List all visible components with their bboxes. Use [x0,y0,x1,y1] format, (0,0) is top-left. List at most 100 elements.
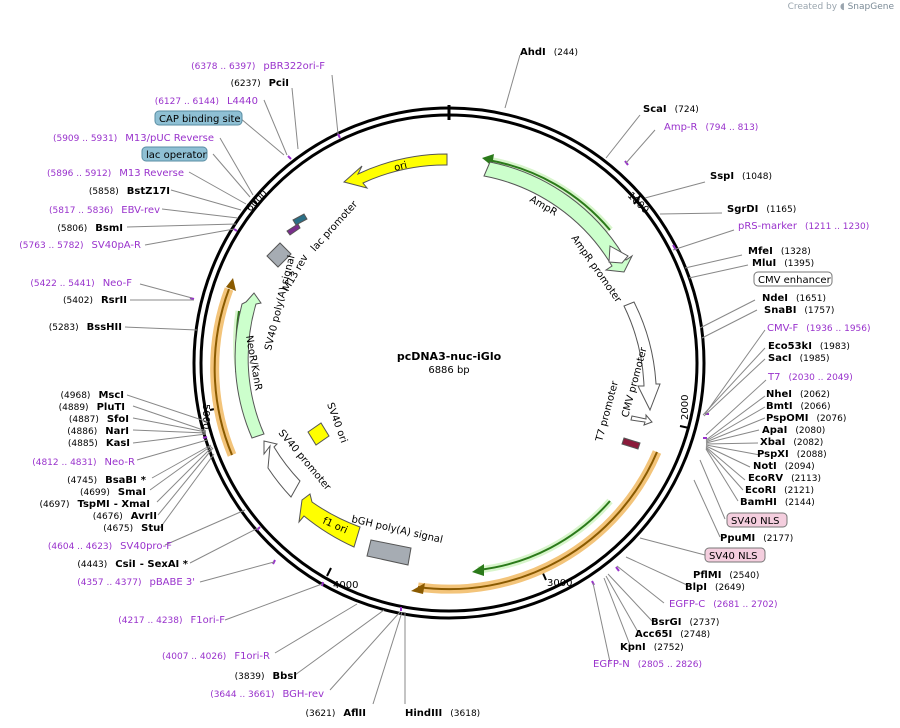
neor-arrow [234,292,265,439]
label-f1ori-f: (4217 .. 4238)F1ori-F [118,615,225,626]
label-ebv-rev: (5817 .. 5836)EBV-rev [49,205,160,216]
m13-rev-mark [286,223,301,236]
label-neo-r: (4812 .. 4831)Neo-R [32,457,135,468]
ruler-5000: 5000 [200,404,211,429]
label-bstz17i: (5858)BstZ17I [89,186,170,197]
label-kpni: KpnI(2752) [620,642,684,653]
backbone [192,106,706,620]
feature-t7-promoter-label: T7 promoter [594,379,621,444]
label-scai: ScaI(724) [643,104,699,115]
label-pspxi: PspXI(2088) [757,449,827,460]
sv40-ori-box [307,422,330,446]
leader-lines [124,54,767,705]
sv40-polya-box [266,242,292,268]
label-noti: NotI(2094) [753,461,815,472]
label-ndei: NdeI(1651) [762,293,826,304]
label-amp-r: Amp-R(794 .. 813) [664,122,758,133]
label-bgh-rev: (3644 .. 3661)BGH-rev [210,689,324,700]
label-pspomi: PspOMI(2076) [766,413,846,424]
label-cmv-f: CMV-F(1936 .. 1956) [767,323,871,334]
label-nhei: NheI(2062) [766,389,830,400]
label-sfoi: (4887)SfoI [69,414,129,425]
credit-prefix: Created by [787,2,838,12]
label-bsabi: (4745)BsaBI* [67,475,147,486]
label-sspi: SspI(1048) [710,171,772,182]
label-hindiii: HindIII(3618) [405,708,480,719]
label-tspmi: (4697)TspMI- XmaI [40,499,150,510]
label-pcii: (6237)PciI [231,78,289,89]
feature-bgh-polya-label: bGH poly(A) signal [350,514,443,546]
label-egfp-c: EGFP-C(2681 .. 2702) [669,599,778,610]
cap-binding-box [154,110,243,126]
label-eco53ki: Eco53kI(1983) [768,341,850,352]
label-sv40-nls-2: SV40 NLS [709,551,758,562]
label-pbabe-3: (4357 .. 4377)pBABE 3' [77,577,195,588]
label-aflii: (3621)AflII [305,708,366,719]
label-stui: (4675)StuI [103,523,164,534]
right-boxed-labels: CMV enhancer SV40 NLS SV40 NLS [704,271,833,563]
feature-sv40-ori-label: SV40 ori [324,401,349,444]
sv40-nls-box-2 [704,547,766,563]
snapgene-logo-icon: ◖ [839,2,845,12]
label-kasi: (4885)KasI [68,438,130,449]
label-bsmi: (5806)BsmI [57,223,123,234]
label-l4440: (6127 .. 6144)L4440 [155,96,258,107]
label-cap-binding-site: CAP binding site [159,114,241,125]
label-bmti: BmtI(2066) [766,401,830,412]
ruler-6000: 6000 [244,188,270,214]
feature-arrows [234,153,661,566]
label-pbr322ori-f: (6378 .. 6397)pBR322ori-F [191,61,325,72]
label-snabi: SnaBI(1757) [764,305,834,316]
lac-operator-mark [292,213,308,226]
t7-promoter-arrow [630,413,653,426]
label-bbsi: (3839)BbsI [235,671,297,682]
label-smai: (4699)SmaI [80,487,146,498]
label-sv40-nls-1: SV40 NLS [731,516,780,527]
ruler-3000: 3000 [547,578,572,589]
label-mlui: MluI(1395) [752,258,814,269]
bottom-label-group: (3621)AflII HindIII(3618) [305,708,480,719]
label-bamhi: BamHI(2144) [740,497,815,508]
feature-lac-promoter-label: lac promoter [309,198,361,254]
sv40-nls-mark [621,437,641,450]
label-msci: (4968)MscI [61,390,125,401]
plasmid-size: 6886 bp [428,365,469,376]
cmv-enhancer-box [753,271,833,287]
plasmid-name: pcDNA3-nuc-iGlo [397,350,502,363]
ampr-promoter-arrow [608,245,629,264]
label-sgrdi: SgrDI(1165) [727,204,796,215]
label-saci: SacI(1985) [768,353,830,364]
lac-operator-box [141,146,208,162]
sv40-nls-box-1 [726,512,788,528]
sv40-promoter-arrow [263,440,301,498]
label-blpi: BlpI(2649) [685,582,745,593]
cmv-promoter-arrow [623,301,661,412]
feature-ori-label: ori [393,160,408,174]
label-nari: (4886)NarI [67,426,129,437]
label-xbai: XbaI(2082) [760,437,823,448]
nls-highlight-arcs [210,278,662,594]
label-f1ori-r: (4007 .. 4026)F1ori-R [162,651,270,662]
label-acc65i: Acc65I(2748) [635,629,710,640]
label-ppumi: PpuMI(2177) [720,533,793,544]
label-rsrii: (5402)RsrII [63,295,127,306]
label-avrii: (4676)AvrII [93,511,157,522]
label-sv40pro-f: (4604 .. 4623)SV40pro-F [48,541,172,552]
label-pluti: (4889)PluTI [59,402,125,413]
label-egfp-n: EGFP-N(2805 .. 2826) [593,659,702,670]
label-mfei: MfeI(1328) [748,246,811,257]
right-label-group: AhdI(244) ScaI(724) Amp-R(794 .. 813) Ss… [520,47,871,670]
ori-arrow [342,153,448,189]
label-apai: ApaI(2080) [762,425,825,436]
label-csii: (4443)CsiI- SexAI * [77,559,188,570]
label-bsshii: (5283)BssHII [49,322,122,333]
ruler-2000: 2000 [680,395,691,420]
f1-ori-arrow [298,493,361,548]
label-lac-operator: lac operator [146,150,207,161]
label-m13-puc-reverse: (5909 .. 5931)M13/pUC Reverse [53,133,214,144]
credit-brand: SnapGene [847,2,894,12]
snapgene-credit: Created by ◖ SnapGene [788,2,894,12]
label-bsrgi: BsrGI(2737) [651,617,719,628]
label-neo-f: (5422 .. 5441)Neo-F [30,278,132,289]
